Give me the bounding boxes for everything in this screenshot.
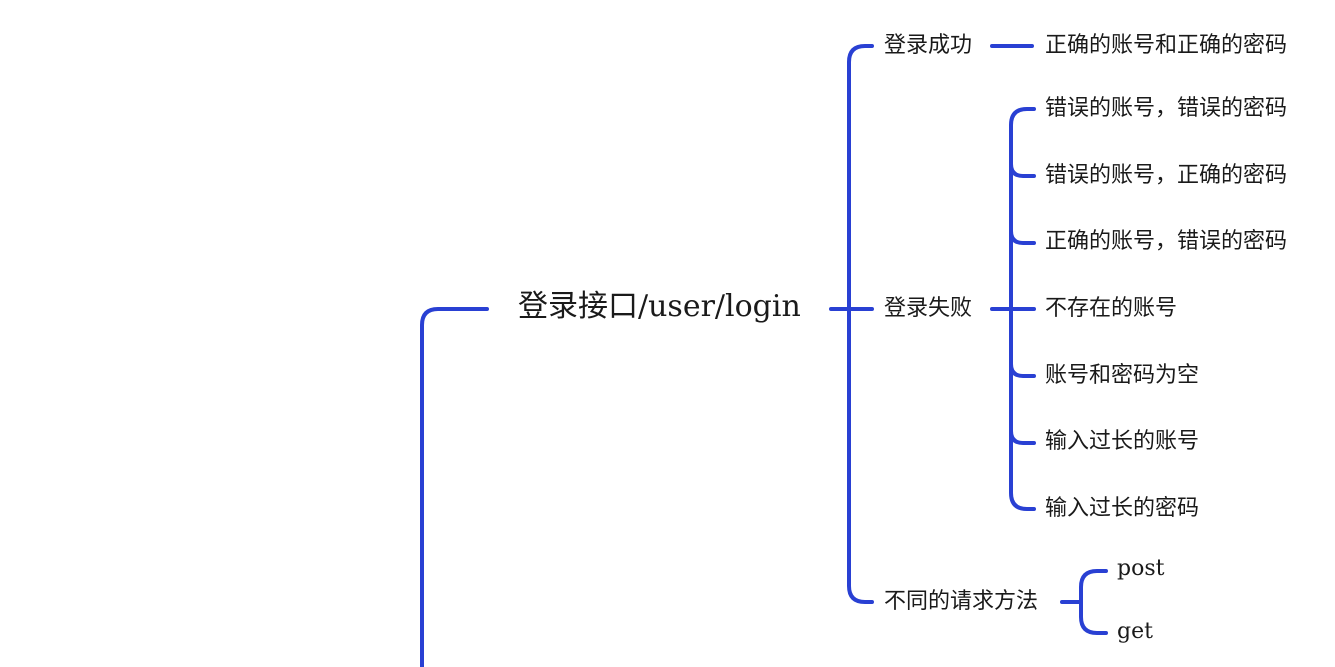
branch-login-success: 登录成功: [884, 33, 973, 58]
leaf-wrong-account-correct-password: 错误的账号，正确的密码: [1045, 163, 1288, 188]
leaf-method-get: get: [1117, 619, 1153, 644]
failure-leaf-stub-2: [1009, 362, 1036, 378]
leaf-overlong-account: 输入过长的账号: [1045, 429, 1200, 454]
failure-leaf-stub-3: [1009, 429, 1036, 445]
methods-leaves-bracket: [1079, 569, 1108, 635]
leaf-method-post: post: [1117, 556, 1165, 581]
leaf-correct-account-correct-password: 正确的账号和正确的密码: [1045, 33, 1288, 58]
leaf-empty-account-and-password: 账号和密码为空: [1045, 363, 1200, 388]
branch-login-failure: 登录失败: [884, 296, 973, 321]
root-incoming-connector: [420, 307, 489, 667]
leaf-wrong-account-wrong-password: 错误的账号，错误的密码: [1045, 96, 1288, 121]
failure-leaf-stub-1: [1009, 229, 1036, 245]
leaf-correct-account-wrong-password: 正确的账号，错误的密码: [1045, 229, 1288, 254]
root-node-label: 登录接口/user/login: [518, 289, 801, 324]
branch-request-methods: 不同的请求方法: [884, 589, 1039, 614]
branches-bracket: [847, 44, 874, 604]
leaf-overlong-password: 输入过长的密码: [1045, 496, 1200, 521]
failure-leaf-stub-0: [1009, 162, 1036, 178]
leaf-nonexistent-account: 不存在的账号: [1045, 296, 1178, 321]
